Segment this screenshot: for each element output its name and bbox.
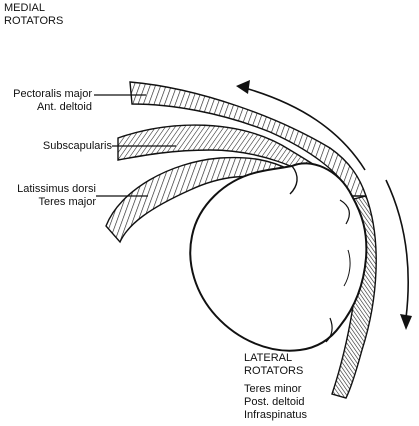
label-pectoralis: Pectoralis major Ant. deltoid <box>13 88 92 114</box>
lateral-heading-line-1: LATERAL <box>244 352 293 364</box>
label-teres-minor: Teres minor <box>244 383 302 395</box>
label-latissimus: Latissimus dorsi Teres major <box>17 183 96 209</box>
label-pectoralis-major: Pectoralis major <box>13 88 92 100</box>
label-latissimus-dorsi: Latissimus dorsi <box>17 183 96 195</box>
medial-rotation-arrow <box>244 87 366 171</box>
label-lateral-muscles: Teres minor Post. deltoid Infraspinatus <box>244 383 307 422</box>
label-subscapularis: Subscapularis <box>42 140 112 152</box>
label-infraspinatus: Infraspinatus <box>244 409 307 421</box>
lateral-arrowhead <box>400 314 412 330</box>
medial-arrowhead <box>236 80 250 94</box>
heading-line-2: ROTATORS <box>4 15 64 27</box>
lateral-rotation-arrow <box>385 179 410 319</box>
lateral-rotators-heading: LATERAL ROTATORS <box>244 352 303 378</box>
lateral-heading-line-2: ROTATORS <box>244 365 304 377</box>
label-ant-deltoid: Ant. deltoid <box>36 101 92 113</box>
label-teres-major: Teres major <box>38 196 96 208</box>
humeral-head <box>189 162 368 352</box>
medial-rotators-heading: MEDIAL ROTATORS <box>4 2 63 28</box>
heading-line-1: MEDIAL <box>4 2 45 14</box>
label-post-deltoid: Post. deltoid <box>244 396 305 408</box>
